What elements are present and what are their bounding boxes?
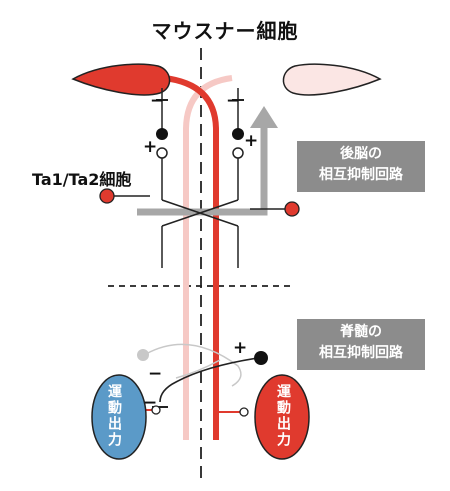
gray-arrow	[137, 124, 268, 216]
terminal-open-right	[232, 147, 244, 159]
terminal-open-left	[156, 147, 168, 159]
ta-cell-left	[99, 188, 115, 204]
plus-sign-left: +	[143, 137, 158, 157]
minus-sign-right: −	[226, 91, 241, 111]
spinal-box-line1: 脊髄の	[340, 324, 382, 340]
axon-left-mauthner	[163, 75, 219, 440]
motor-output-right	[254, 374, 310, 460]
interneuron-crossing	[161, 199, 239, 227]
motor-terminal-right	[239, 407, 249, 417]
gray-arrowhead	[250, 106, 278, 128]
ta-cell-right	[284, 201, 300, 217]
spinal-gray-branch	[175, 359, 221, 379]
spinal-circuit-box: 脊髄の 相互抑制回路	[297, 319, 425, 370]
hindbrain-box-line2: 相互抑制回路	[319, 167, 403, 183]
motor-output-right-label: 運動出力	[275, 384, 291, 448]
interneuron-black-right	[232, 128, 244, 140]
minus-sign-spinal: −	[148, 364, 163, 384]
motor-output-left-label: 運動出力	[106, 384, 122, 448]
axon-right-mauthner	[183, 75, 233, 440]
diagram-title: マウスナー細胞	[151, 19, 299, 43]
ta-cell-label: Ta1/Ta2細胞	[32, 170, 132, 189]
interneuron-black-left	[156, 128, 168, 140]
hindbrain-box-line1: 後脳の	[340, 146, 382, 162]
mauthner-cell-left	[71, 63, 171, 96]
motor-output-left	[91, 374, 147, 460]
minus-sign-left: −	[150, 91, 165, 111]
minus-sign-motor: −	[143, 393, 158, 413]
motor-terminal-left	[151, 405, 161, 415]
plus-sign-right: +	[244, 131, 259, 151]
spinal-box-line2: 相互抑制回路	[319, 345, 403, 361]
mauthner-cell-right	[282, 63, 382, 96]
spinal-black-pathway	[159, 357, 259, 403]
plus-sign-spinal: +	[233, 338, 248, 358]
hindbrain-circuit-box: 後脳の 相互抑制回路	[297, 141, 425, 192]
spinal-gray-neuron	[137, 349, 149, 361]
spinal-black-neuron	[254, 351, 268, 365]
